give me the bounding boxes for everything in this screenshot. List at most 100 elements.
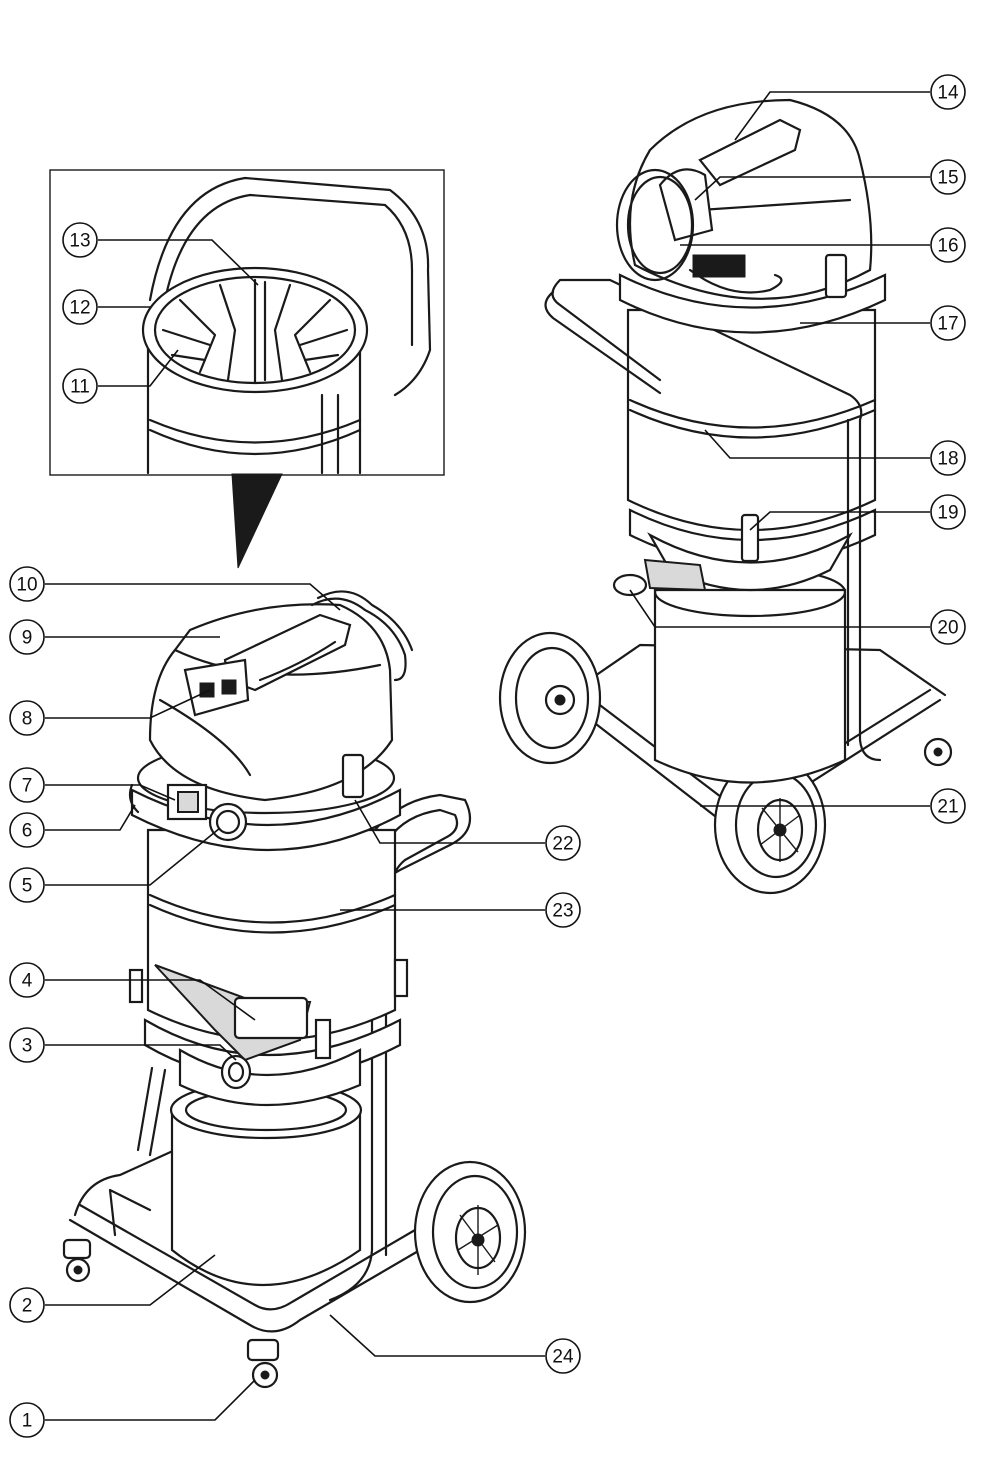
switch-2 — [221, 679, 237, 695]
front-handle — [328, 793, 472, 1302]
base-tray — [108, 1188, 152, 1237]
callout-9-label: 9 — [22, 628, 33, 649]
filter-basket-ribs — [161, 278, 349, 384]
leader-lines — [45, 91, 930, 1421]
callout-24-label: 24 — [552, 1347, 574, 1368]
collection-tank — [170, 1108, 362, 1286]
suction-inlet — [208, 802, 248, 842]
callout-10-label: 10 — [16, 575, 37, 596]
leader-5 — [45, 827, 221, 886]
power-cable-2 — [316, 590, 414, 652]
power-cable — [310, 597, 407, 682]
callout-23: 23 — [545, 892, 581, 928]
callout-3: 3 — [9, 1027, 45, 1063]
pull-ring-inner — [227, 1061, 245, 1083]
callouts: 1 2 3 4 5 6 7 8 — [9, 74, 966, 1438]
leader-2 — [45, 1254, 216, 1306]
callout-22-label: 22 — [552, 834, 573, 855]
inset-handle — [148, 176, 432, 397]
callout-17: 17 — [930, 305, 966, 341]
callout-20: 20 — [930, 609, 966, 645]
leader-10 — [45, 583, 341, 611]
caster-left — [62, 1238, 92, 1283]
callout-23-label: 23 — [552, 901, 573, 922]
callout-7-label: 7 — [22, 776, 33, 797]
rear-outlet-flap — [643, 558, 707, 592]
rear-handle-lower — [544, 290, 662, 395]
rear-head-seam — [698, 198, 852, 212]
callout-21-label: 21 — [937, 797, 958, 818]
suction-inlet-inner — [215, 809, 241, 835]
canister-band — [148, 893, 397, 924]
front-wheel — [413, 1160, 527, 1304]
leader-20 — [629, 589, 930, 628]
leader-13 — [98, 239, 259, 286]
callout-20-label: 20 — [937, 618, 958, 639]
front-view-machine — [62, 590, 527, 1389]
callout-11: 11 — [62, 368, 98, 404]
callout-21: 21 — [930, 788, 966, 824]
switch-panel — [183, 658, 250, 717]
rear-collection-tank — [653, 588, 847, 784]
callout-14-label: 14 — [937, 83, 959, 104]
leader-22 — [354, 799, 545, 844]
power-socket-face — [177, 791, 199, 813]
callout-2: 2 — [9, 1287, 45, 1323]
base-frame-front — [68, 1218, 422, 1333]
base-frame-left — [73, 1148, 177, 1217]
inset-pointer-arrow — [231, 473, 283, 569]
base-frame-front-inner — [78, 1203, 417, 1311]
callout-17-label: 17 — [937, 314, 958, 335]
leader-6 — [45, 804, 136, 831]
inset-body-band2 — [148, 428, 362, 455]
callout-1: 1 — [9, 1402, 45, 1438]
callout-19: 19 — [930, 494, 966, 530]
head-edge — [158, 698, 252, 777]
leader-1 — [45, 1379, 256, 1421]
callout-7: 7 — [9, 767, 45, 803]
callout-8: 8 — [9, 700, 45, 736]
rear-canister-band2 — [628, 408, 877, 439]
clamp-front-lower — [314, 1018, 332, 1060]
rear-cable-lead — [688, 268, 783, 294]
callout-12: 12 — [62, 289, 98, 325]
callout-2-label: 2 — [22, 1296, 33, 1317]
callout-10: 10 — [9, 566, 45, 602]
callout-14: 14 — [930, 74, 966, 110]
rear-handle — [551, 278, 882, 762]
callout-13-label: 13 — [69, 231, 90, 252]
rear-head-clamp — [824, 253, 848, 299]
leader-24 — [329, 1314, 545, 1357]
callout-9: 9 — [9, 619, 45, 655]
callout-18-label: 18 — [937, 449, 958, 470]
leader-7 — [45, 784, 176, 801]
callout-1-label: 1 — [22, 1411, 33, 1432]
leader-8 — [45, 689, 211, 719]
callout-5: 5 — [9, 867, 45, 903]
leader-14 — [734, 91, 930, 141]
leader-4 — [45, 979, 256, 1021]
clamp-right — [393, 958, 409, 998]
pull-ring — [220, 1054, 252, 1090]
callout-15-label: 15 — [937, 168, 958, 189]
rear-canister-band — [628, 398, 877, 429]
callout-6-label: 6 — [22, 821, 33, 842]
leader-11 — [98, 349, 179, 387]
detail-inset — [49, 169, 445, 476]
head-handle-grip — [258, 640, 337, 682]
callout-16: 16 — [930, 227, 966, 263]
callout-4: 4 — [9, 962, 45, 998]
rear-pull-ring — [612, 573, 648, 597]
inset-body-band — [148, 418, 362, 444]
leader-19 — [749, 511, 930, 531]
rear-clamp — [740, 513, 760, 563]
switch-1 — [199, 682, 215, 698]
callout-8-label: 8 — [22, 709, 33, 730]
callout-15: 15 — [930, 159, 966, 195]
callout-22: 22 — [545, 825, 581, 861]
leader-18 — [704, 429, 930, 459]
front-strut-inner — [136, 1066, 154, 1152]
head-clamp — [341, 753, 365, 799]
rear-caster — [923, 737, 953, 767]
